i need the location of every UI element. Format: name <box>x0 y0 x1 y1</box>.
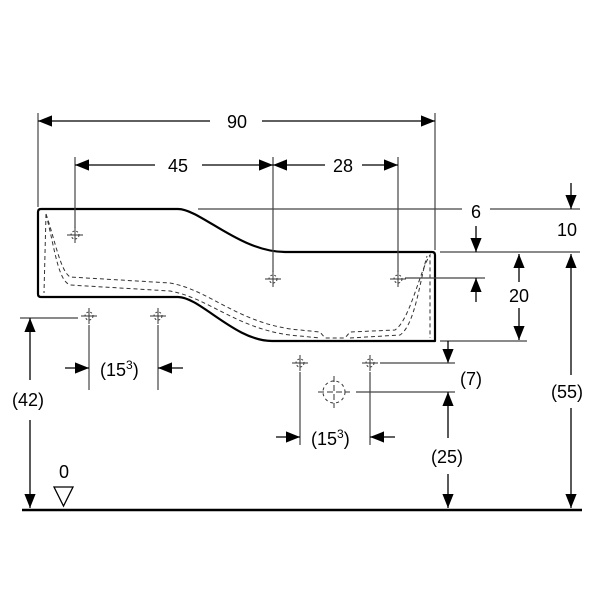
dim-left-hole-offset: 45 <box>168 156 188 176</box>
hole-crosshair-icon <box>362 355 378 371</box>
spacing-superscript: 3 <box>126 358 133 372</box>
dim-total-height: (55) <box>551 382 583 402</box>
bowl-outer-contour <box>45 213 428 339</box>
hole-crosshair-icon <box>81 308 97 324</box>
basin-outline <box>36 207 437 343</box>
dim-overall-width: 90 <box>227 112 247 132</box>
spacing-value: (15 <box>100 360 126 380</box>
hole-crosshair-icon <box>67 227 83 243</box>
hole-crosshair-icon <box>265 271 281 287</box>
dim-left-height: (42) <box>12 390 44 410</box>
dim-bottom-offset: (7) <box>460 369 482 389</box>
spacing-superscript: 3 <box>337 427 344 441</box>
dim-right-hole-offset: 28 <box>333 156 353 176</box>
floor-level-icon <box>52 486 75 508</box>
dim-right-fixing-spacing: (153) <box>311 427 350 449</box>
floor-level-label: 0 <box>59 462 69 482</box>
waste-outlet-icon <box>318 376 350 408</box>
hole-markers <box>67 227 406 371</box>
dim-tap-hole-depth: 20 <box>509 286 529 306</box>
spacing-value: (15 <box>311 429 337 449</box>
hole-crosshair-icon <box>292 355 308 371</box>
hole-crosshair-icon <box>150 308 166 324</box>
spacing-close: ) <box>344 429 350 449</box>
hole-crosshair-icon <box>390 271 406 287</box>
bowl-inner-contour <box>43 213 431 339</box>
dim-depth-step: 10 <box>557 220 577 240</box>
dim-waste-height: (25) <box>431 447 463 467</box>
dim-edge-offset: 6 <box>471 202 481 222</box>
dim-left-fixing-spacing: (153) <box>100 358 139 380</box>
spacing-close: ) <box>133 360 139 380</box>
